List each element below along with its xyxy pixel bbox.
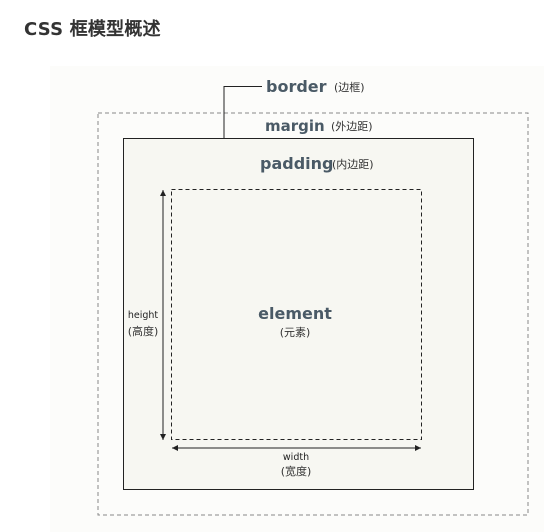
padding-sublabel: (内边距) [332,157,374,171]
page-title: CSS 框模型概述 [24,19,161,40]
border-pointer-line [223,86,262,139]
width-label: width [283,452,309,463]
element-box [171,189,422,440]
element-sublabel: (元素) [280,326,311,339]
margin-box [97,112,529,516]
border-sublabel: (边框) [334,81,365,94]
padding-label: padding [260,154,333,173]
width-sublabel: (宽度) [281,464,312,478]
element-label: element [258,304,332,323]
margin-label: margin [265,117,325,135]
border-label: border [266,77,327,96]
height-sublabel: (高度) [128,324,159,338]
border-box [123,138,474,490]
margin-sublabel: (外边距) [331,120,373,133]
height-label: height [128,310,159,321]
